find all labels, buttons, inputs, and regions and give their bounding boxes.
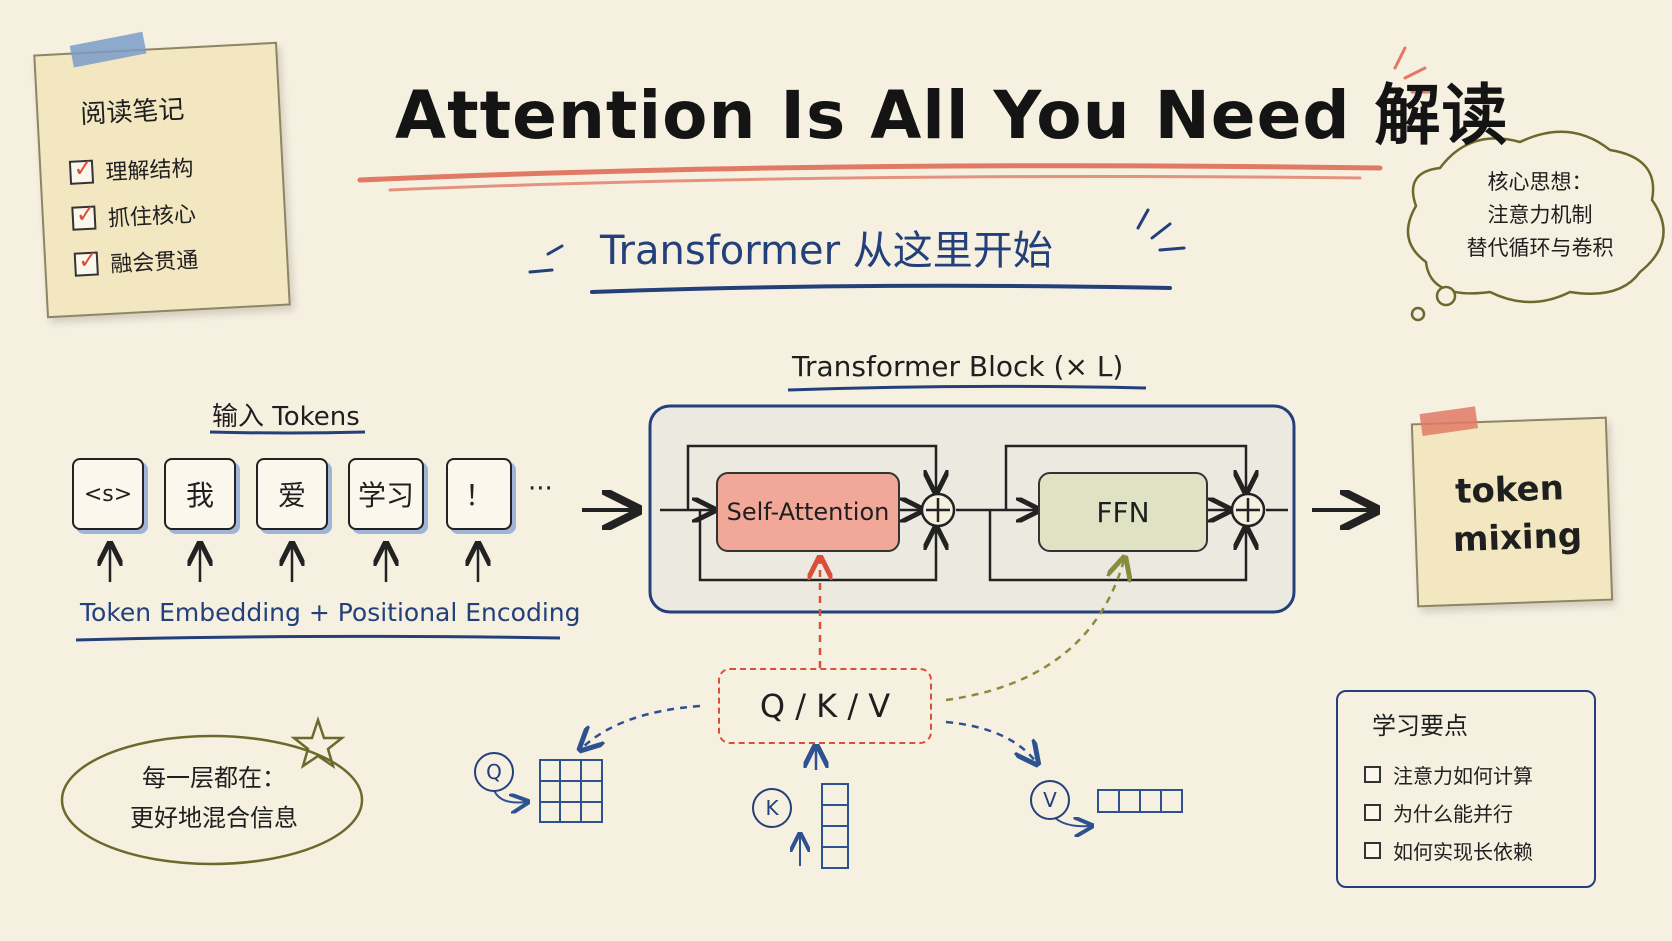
- token-mixing-card: token mixing: [1410, 406, 1614, 608]
- thought-text: 核心思想： 注意力机制 替代循环与卷积: [1466, 170, 1614, 260]
- checked-box-icon: ✓: [71, 200, 97, 231]
- page-subtitle: Transformer 从这里开始: [600, 228, 1053, 274]
- q-circle: Q: [474, 752, 514, 792]
- ffn-label: FFN: [1096, 495, 1150, 529]
- study-item: 如何实现长依赖: [1364, 836, 1533, 865]
- study-item: 为什么能并行: [1364, 798, 1513, 827]
- study-item: 注意力如何计算: [1364, 760, 1533, 789]
- block-label: Transformer Block (× L): [792, 350, 1124, 383]
- notes-item: ✓ 理解结构: [68, 150, 195, 188]
- subtitle-underline: [590, 283, 1172, 294]
- ffn-box: FFN: [1038, 472, 1208, 552]
- layer-note-ellipse: [60, 734, 364, 866]
- token-box: 我: [164, 458, 236, 530]
- embedding-label: Token Embedding + Positional Encoding: [80, 598, 581, 627]
- qkv-label: Q / K / V: [759, 687, 891, 725]
- v-circle: V: [1030, 780, 1070, 820]
- notes-item: ✓ 融会贯通: [73, 242, 199, 280]
- input-label: 输入 Tokens: [212, 402, 360, 432]
- checkbox-icon: [1364, 766, 1381, 783]
- token-box: 学习: [348, 458, 424, 530]
- checked-box-icon: ✓: [68, 154, 94, 185]
- checkbox-icon: [1364, 842, 1381, 859]
- k-circle: K: [752, 788, 792, 828]
- thought-cloud: [1406, 130, 1665, 304]
- title-underline: [357, 163, 1383, 183]
- reading-notes-heading: 阅读笔记: [79, 94, 186, 131]
- study-heading: 学习要点: [1372, 712, 1468, 740]
- token-ellipsis: ···: [528, 474, 553, 504]
- self-attention-label: Self-Attention: [726, 498, 890, 526]
- self-attention-box: Self-Attention: [716, 472, 900, 552]
- layer-note-text: 每一层都在： 更好地混合信息: [130, 764, 298, 832]
- checked-box-icon: ✓: [73, 245, 99, 277]
- token-box: ！: [446, 458, 512, 530]
- qkv-box: Q / K / V: [718, 668, 932, 744]
- token-mixing-line2: mixing: [1452, 515, 1583, 561]
- notes-item: ✓ 抓住核心: [71, 196, 197, 234]
- star-icon: [290, 716, 346, 769]
- reading-notes-card: 阅读笔记 ✓ 理解结构 ✓ 抓住核心 ✓ 融会贯通: [33, 31, 291, 319]
- token-box: 爱: [256, 458, 328, 530]
- checkbox-icon: [1364, 804, 1381, 821]
- token-box: <s>: [72, 458, 144, 530]
- token-mixing-line1: token: [1454, 468, 1565, 512]
- page-title: Attention Is All You Need 解读: [395, 77, 1509, 154]
